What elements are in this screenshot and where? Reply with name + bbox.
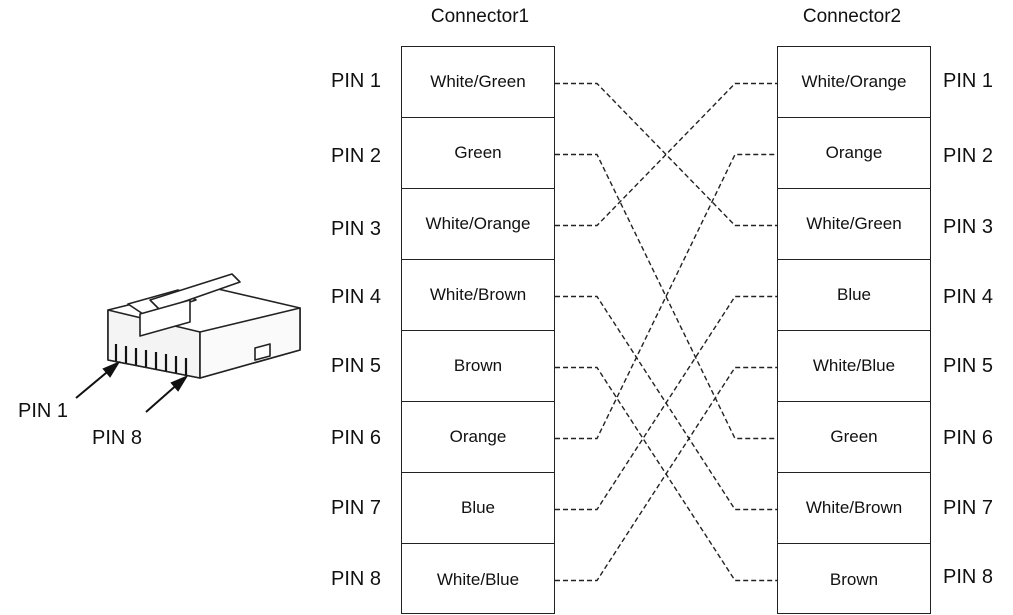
connector2-pin8-color: Brown (829, 569, 879, 589)
wire-pin3-to-pin1 (555, 82, 777, 227)
connector1-pin6-label: PIN 6 (331, 427, 382, 449)
connector2-cell: White/Orange (778, 47, 930, 118)
connector2-pin6-color: Green (830, 427, 878, 446)
pin1-arrow (75, 367, 113, 399)
connector1-pin1-color: White/Green (430, 72, 526, 91)
connector1-pin5-color: Brown (453, 356, 503, 375)
wire-pin1-to-pin3 (555, 82, 777, 227)
connector2-cell: Orange (778, 118, 930, 189)
connector2-pin6-label: PIN 6 (943, 427, 994, 449)
wire-pin5-to-pin8 (555, 366, 777, 582)
connector2-cell: White/Blue (778, 331, 930, 402)
pin8-arrowhead (170, 374, 189, 392)
wire-pin7-to-pin4 (555, 295, 777, 511)
plug-pin1-label: PIN 1 (18, 400, 69, 422)
wire-pin4-to-pin7 (555, 295, 777, 511)
connector1-pin7-label: PIN 7 (331, 497, 382, 519)
rj45-plug-illustration (75, 273, 301, 413)
connector1-cell: Blue (402, 473, 554, 544)
pin1-arrowhead (102, 360, 121, 378)
connector1-cell: Orange (402, 402, 554, 473)
wire-pin6-to-pin2 (555, 153, 777, 440)
connector1-box: White/Green Green White/Orange White/Bro… (401, 46, 555, 614)
connector2-pin5-label: PIN 5 (943, 355, 994, 377)
plug-latch-arm (149, 273, 241, 311)
connector1-pin6-color: Orange (449, 427, 507, 446)
connector2-cell: White/Green (778, 189, 930, 260)
connector1-pin8-label: PIN 8 (331, 568, 382, 590)
plug-notch (254, 343, 271, 361)
connector2-cell: Blue (778, 260, 930, 331)
connector2-pin2-color: Orange (825, 143, 883, 162)
connector2-cell: White/Brown (778, 473, 930, 544)
plug-retention-block (139, 299, 191, 337)
connector1-pin8-color: White/Blue (436, 569, 520, 589)
connector1-cell: Brown (402, 331, 554, 402)
connector1-pin4-label: PIN 4 (331, 286, 382, 308)
connector1-title: Connector1 (430, 6, 530, 27)
connector2-pin3-label: PIN 3 (943, 216, 994, 238)
plug-side-face (199, 307, 301, 379)
connector1-cell: White/Blue (402, 544, 554, 615)
connector2-pin1-label: PIN 1 (943, 70, 994, 92)
connector2-pin8-label: PIN 8 (943, 566, 994, 588)
connector2-pin5-color: White/Blue (812, 356, 896, 375)
connector2-cell: Brown (778, 544, 930, 615)
connector1-pin7-color: Blue (460, 498, 496, 517)
plug-contacts (114, 344, 188, 375)
connector2-pin4-label: PIN 4 (943, 286, 994, 308)
connector1-pin2-color: Green (454, 143, 502, 162)
connector1-pin1-label: PIN 1 (331, 70, 382, 92)
connector2-title: Connector2 (802, 6, 902, 27)
connector1-pin4-color: White/Brown (429, 285, 527, 304)
connector1-pin5-label: PIN 5 (331, 355, 382, 377)
plug-pin8-label: PIN 8 (92, 427, 143, 449)
connector2-pin7-color: White/Brown (805, 498, 903, 517)
connector1-pin2-label: PIN 2 (331, 145, 382, 167)
connector2-pin1-color: White/Orange (801, 72, 907, 91)
wire-pin8-to-pin5 (555, 366, 777, 582)
connector1-pin3-label: PIN 3 (331, 218, 382, 240)
connector1-cell: Green (402, 118, 554, 189)
connector2-pin2-label: PIN 2 (943, 145, 994, 167)
connector2-pin7-label: PIN 7 (943, 497, 994, 519)
connector1-pin3-color: White/Orange (425, 214, 531, 233)
connector1-cell: White/Orange (402, 189, 554, 260)
connector2-cell: Green (778, 402, 930, 473)
connector1-cell: White/Brown (402, 260, 554, 331)
connector2-pin3-color: White/Green (806, 214, 902, 233)
connector1-cell: White/Green (402, 47, 554, 118)
wire-pin2-to-pin6 (555, 153, 777, 440)
connector2-pin4-color: Blue (836, 285, 872, 304)
connector2-box: White/Orange Orange White/Green Blue Whi… (777, 46, 931, 614)
